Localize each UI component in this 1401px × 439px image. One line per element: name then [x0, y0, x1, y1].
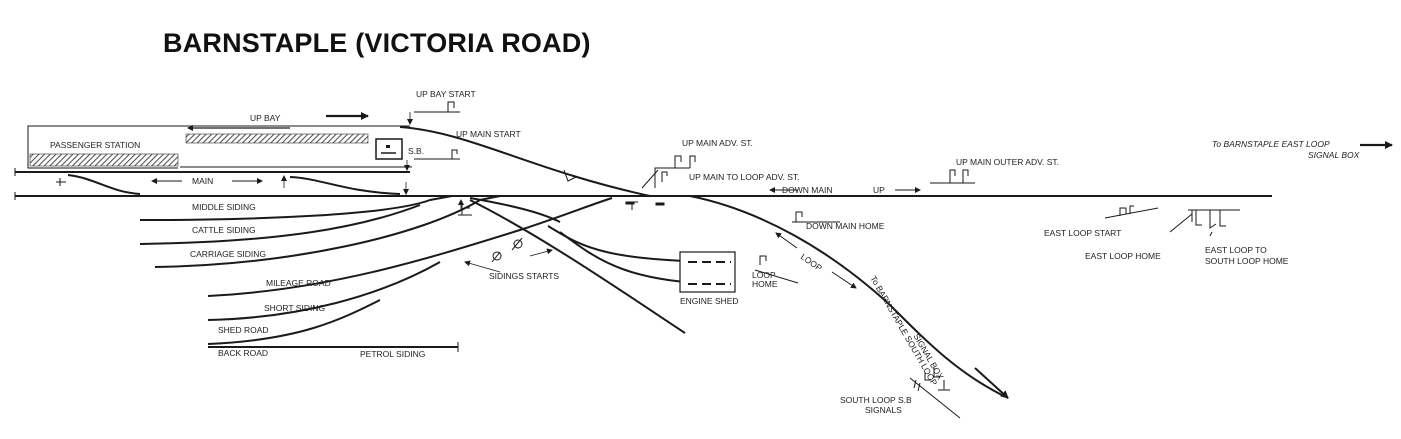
passenger-station: [27, 125, 412, 169]
label-up-main-start: UP MAIN START: [456, 129, 521, 139]
label-to-east-line2: SIGNAL BOX: [1308, 150, 1360, 160]
label-up-main-adv-st: UP MAIN ADV. ST.: [682, 138, 753, 148]
diagram-title: BARNSTAPLE (VICTORIA ROAD): [163, 28, 591, 58]
label-up-bay: UP BAY: [250, 113, 281, 123]
label-short-siding: SHORT SIDING: [264, 303, 325, 313]
label-mileage-road: MILEAGE ROAD: [266, 278, 331, 288]
label-east-loop-home: EAST LOOP HOME: [1085, 251, 1161, 261]
signal-box: [375, 138, 403, 160]
label-down-main-home: DOWN MAIN HOME: [806, 221, 885, 231]
label-sidings-starts: SIDINGS STARTS: [489, 271, 559, 281]
engine-shed: [679, 251, 736, 293]
label-up: UP: [873, 185, 885, 195]
direction-arrows: [151, 112, 1393, 399]
label-up-bay-start: UP BAY START: [416, 89, 476, 99]
label-engine-shed: ENGINE SHED: [680, 296, 739, 306]
label-up-main-to-loop-adv-st: UP MAIN TO LOOP ADV. ST.: [689, 172, 800, 182]
label-middle-siding: MIDDLE SIDING: [192, 202, 256, 212]
label-up-main-outer-adv-st: UP MAIN OUTER ADV. ST.: [956, 157, 1059, 167]
track-lines: [15, 126, 1272, 399]
label-loop-home-line1: LOOP: [752, 270, 776, 280]
label-carriage-siding: CARRIAGE SIDING: [190, 249, 266, 259]
label-south-loop-sb-line2: SIGNALS: [865, 405, 902, 415]
label-petrol-siding: PETROL SIDING: [360, 349, 425, 359]
label-east-loop-to-line2: SOUTH LOOP HOME: [1205, 256, 1289, 266]
label-back-road: BACK ROAD: [218, 348, 268, 358]
label-to-south-line1: To BARNSTAPLE SOUTH LOOP: [868, 274, 939, 388]
label-south-loop-sb-line1: SOUTH LOOP S.B: [840, 395, 912, 405]
label-loop-home-line2: HOME: [752, 279, 778, 289]
label-shed-road: SHED ROAD: [218, 325, 269, 335]
label-passenger-station: PASSENGER STATION: [50, 140, 140, 150]
signals: [14, 101, 1240, 419]
label-loop: LOOP: [799, 251, 824, 273]
label-cattle-siding: CATTLE SIDING: [192, 225, 256, 235]
label-east-loop-to-line1: EAST LOOP TO: [1205, 245, 1267, 255]
label-to-east-line1: To BARNSTAPLE EAST LOOP: [1212, 139, 1330, 149]
label-main: MAIN: [192, 176, 213, 186]
label-east-loop-start: EAST LOOP START: [1044, 228, 1121, 238]
label-down-main: DOWN MAIN: [782, 185, 833, 195]
label-signal-box: S.B.: [408, 146, 424, 156]
